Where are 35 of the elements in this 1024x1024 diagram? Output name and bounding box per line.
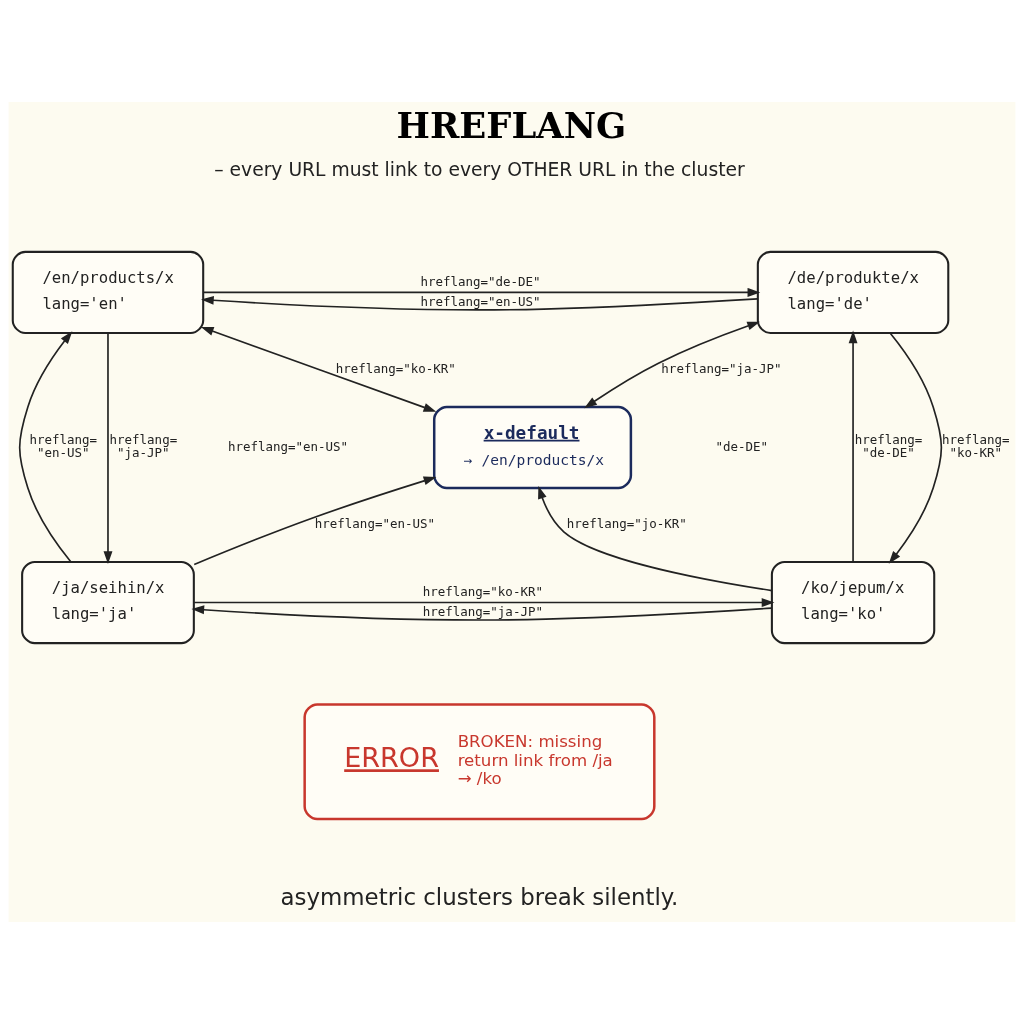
arrow xyxy=(18,331,73,563)
edge-label: hreflang= "en-US" xyxy=(29,431,98,461)
node-box: x-default → /en/products/x xyxy=(432,405,633,490)
edge-label: hreflang="jo-KR" xyxy=(566,516,687,532)
arrow xyxy=(200,326,437,412)
node-box: /en/products/x lang='en' xyxy=(11,250,205,335)
edge-label: hreflang="de-DE" xyxy=(420,273,541,289)
diagram-title: HREFLANG xyxy=(396,104,627,146)
arrow xyxy=(888,332,943,564)
arrow xyxy=(584,321,760,409)
arrow xyxy=(191,605,773,621)
arrow xyxy=(538,485,773,592)
node-box: /ko/jepum/x lang='ko' xyxy=(770,560,936,645)
node-box: /ja/seihin/x lang='ja' xyxy=(21,560,195,645)
node-box: /de/produkte/x lang='de' xyxy=(756,250,950,335)
arrow xyxy=(193,598,775,607)
edge-label: hreflang="ja-JP" xyxy=(661,361,782,377)
edge-label: hreflang="ko-KR" xyxy=(335,361,456,377)
edge-label: hreflang="en-US" xyxy=(420,293,541,309)
arrow xyxy=(103,332,113,565)
edge-label: hreflang= "de-DE" xyxy=(854,431,923,461)
edge-label: hreflang= "ko-KR" xyxy=(942,431,1010,461)
caption: asymmetric clusters break silently. xyxy=(280,883,679,910)
label: "de-DE" xyxy=(715,438,768,454)
arrow xyxy=(201,295,759,311)
edge-label: hreflang="ja-JP" xyxy=(422,603,543,619)
arrow xyxy=(193,476,437,566)
edge-label: hreflang= "ja-JP" xyxy=(109,431,178,461)
arrow xyxy=(202,288,761,297)
label: hreflang="en-US" xyxy=(227,438,349,454)
label: – every URL must link to every OTHER URL in the cluster xyxy=(214,159,745,181)
edge-label: hreflang="ko-KR" xyxy=(422,583,543,599)
arrow xyxy=(848,330,858,563)
node-box: ERROR BROKEN: missing return link from /ja → /ko xyxy=(303,703,656,821)
edge-label: hreflang="en-US" xyxy=(314,516,435,532)
